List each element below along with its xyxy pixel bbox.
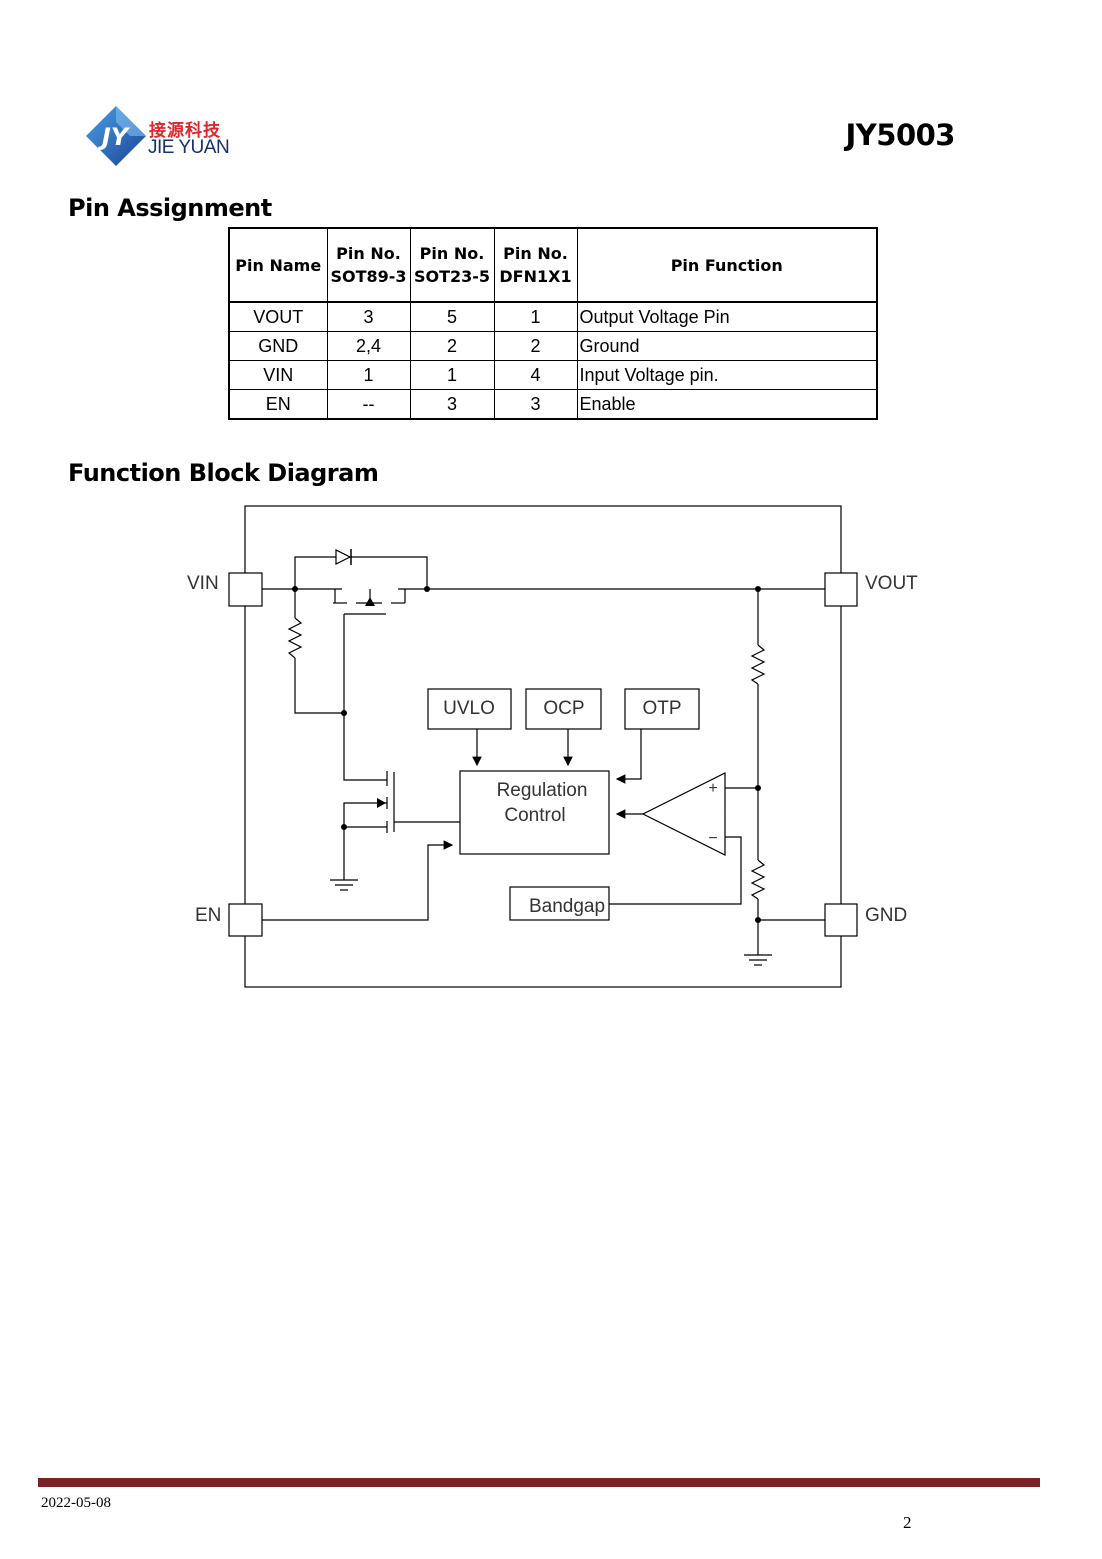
logo-english-name: JIE YUAN — [148, 137, 230, 158]
bandgap-label: Bandgap — [529, 896, 605, 917]
dfn-cell: 1 — [493, 301, 578, 332]
logo-monogram: JY — [98, 123, 131, 151]
column-header: Pin No.SOT23-5 — [409, 227, 495, 303]
gnd-pad — [824, 903, 858, 937]
document-title: JY5003 — [845, 118, 955, 152]
pin-function-cell: Enable — [576, 389, 878, 420]
chip-outline — [244, 505, 842, 988]
logo-chinese-name: 接源科技 — [149, 121, 221, 141]
table-row: EN -- 3 3 Enable — [228, 389, 878, 420]
jy-logo-icon: JY — [86, 106, 146, 166]
vout-label: VOUT — [865, 573, 918, 594]
ocp-label: OCP — [543, 698, 584, 719]
pin-name-cell: VIN — [228, 360, 328, 390]
function-block-diagram: VIN VOUT EN GND UVLO OCP OTP Regulation … — [187, 505, 918, 988]
en-pad — [228, 903, 263, 937]
regulation-label: Regulation — [497, 780, 588, 801]
sot89-cell: -- — [326, 389, 411, 420]
ocp-block — [525, 688, 602, 730]
footer-date: 2022-05-08 — [41, 1495, 111, 1511]
uvlo-block — [427, 688, 512, 730]
company-logo: JY 接源科技 JIE YUAN — [84, 104, 244, 168]
control-label: Control — [504, 805, 565, 826]
sot23-cell: 1 — [409, 360, 495, 390]
otp-block — [624, 688, 700, 730]
column-header: Pin Name — [228, 227, 328, 303]
page-number: 2 — [903, 1513, 912, 1532]
sot89-cell: 1 — [326, 360, 411, 390]
vin-label: VIN — [187, 573, 219, 594]
vout-pad — [824, 572, 858, 607]
pin-function-cell: Ground — [576, 331, 878, 361]
table-row: GND 2,4 2 2 Ground — [228, 331, 878, 361]
table-header-row: Pin Name Pin No.SOT89-3 Pin No.SOT23-5 P… — [228, 227, 878, 303]
column-header: Pin No.SOT89-3 — [326, 227, 411, 303]
block-diagram-heading: Function Block Diagram — [68, 459, 379, 487]
table-row: VIN 1 1 4 Input Voltage pin. — [228, 360, 878, 390]
column-header: Pin Function — [576, 227, 878, 303]
otp-label: OTP — [642, 698, 681, 719]
dfn-cell: 4 — [493, 360, 578, 390]
pin-assignment-table: Pin Name Pin No.SOT89-3 Pin No.SOT23-5 P… — [228, 227, 878, 420]
error-amplifier — [641, 772, 726, 856]
dfn-cell: 3 — [493, 389, 578, 420]
pin-assignment-heading: Pin Assignment — [68, 194, 272, 222]
pin-function-cell: Input Voltage pin. — [576, 360, 878, 390]
amp-plus-label: + — [708, 780, 717, 797]
pin-name-cell: GND — [228, 331, 328, 361]
uvlo-label: UVLO — [443, 698, 495, 719]
en-label: EN — [195, 905, 221, 926]
diode-symbol — [335, 549, 352, 565]
vin-pad — [228, 572, 263, 607]
sot89-cell: 3 — [326, 301, 411, 332]
amp-minus-label: − — [708, 830, 717, 847]
pin-name-cell: VOUT — [228, 301, 328, 332]
footer-bar — [38, 1478, 1040, 1487]
regulation-control-block — [459, 770, 610, 855]
gnd-label: GND — [865, 905, 907, 926]
column-header: Pin No.DFN1X1 — [493, 227, 578, 303]
